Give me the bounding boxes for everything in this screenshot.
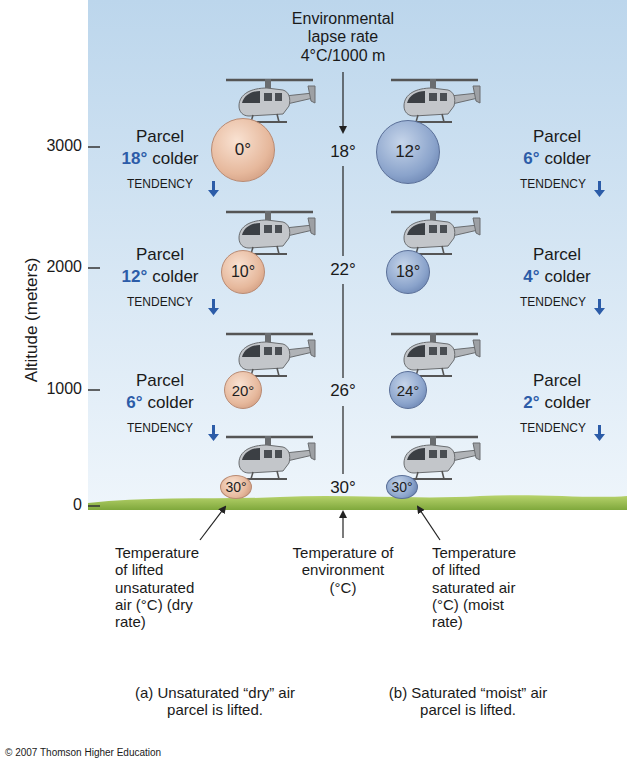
air-parcel: 10° — [221, 250, 265, 294]
colder-label: colder — [544, 393, 590, 413]
temperature-difference: 4° — [523, 267, 539, 287]
environment-temperature: 30° — [330, 478, 356, 498]
temperature-difference: 18° — [121, 149, 147, 169]
tendency-label: TENDENCY — [127, 296, 193, 310]
air-parcel: 30° — [220, 475, 252, 499]
panel-caption: (a) Unsaturated “dry” air parcel is lift… — [120, 684, 310, 719]
parcel-temperature: 30° — [391, 479, 412, 495]
bottom-label: Temperature of lifted unsaturated air (°… — [115, 544, 207, 630]
tendency-label: TENDENCY — [127, 422, 193, 436]
temperature-difference: 6° — [126, 393, 142, 413]
tick-label: 1000 — [46, 380, 82, 398]
difference-line: 12°colder — [121, 267, 198, 287]
air-parcel: 20° — [224, 371, 262, 409]
parcel-label: Parcel — [136, 245, 184, 265]
air-parcel: 24° — [389, 371, 427, 409]
bottom-label: Temperature of environment (°C) — [288, 544, 398, 596]
colder-label: colder — [147, 393, 193, 413]
difference-line: 6°colder — [523, 149, 591, 169]
tendency-label: TENDENCY — [520, 422, 586, 436]
panel-caption: (b) Saturated “moist” air parcel is lift… — [378, 684, 558, 719]
parcel-temperature: 24° — [397, 382, 420, 399]
environment-temperature: 22° — [330, 260, 356, 280]
tendency-label: TENDENCY — [127, 178, 193, 192]
lapse-rate-title: Environmental lapse rate 4°C/1000 m — [281, 10, 406, 65]
tendency-label: TENDENCY — [520, 178, 586, 192]
parcel-temperature: 30° — [225, 479, 246, 495]
parcel-temperature: 12° — [395, 142, 421, 162]
air-parcel: 0° — [211, 118, 275, 182]
parcel-label: Parcel — [533, 127, 581, 147]
parcel-temperature: 18° — [396, 263, 420, 281]
difference-line: 6°colder — [126, 393, 194, 413]
difference-line: 2°colder — [523, 393, 591, 413]
parcel-temperature: 20° — [232, 382, 255, 399]
temperature-difference: 2° — [523, 393, 539, 413]
axis-title: Altitude (meters) — [22, 258, 42, 383]
air-parcel: 12° — [376, 120, 440, 184]
tick-label: 3000 — [46, 137, 82, 155]
tendency-label: TENDENCY — [520, 296, 586, 310]
colder-label: colder — [152, 149, 198, 169]
parcel-temperature: 0° — [235, 140, 251, 160]
colder-label: colder — [544, 149, 590, 169]
parcel-temperature: 10° — [231, 263, 255, 281]
colder-label: colder — [152, 267, 198, 287]
parcel-label: Parcel — [136, 127, 184, 147]
temperature-difference: 12° — [121, 267, 147, 287]
tick-label: 2000 — [46, 258, 82, 276]
parcel-label: Parcel — [533, 245, 581, 265]
air-parcel: 18° — [386, 250, 430, 294]
temperature-difference: 6° — [523, 149, 539, 169]
difference-line: 4°colder — [523, 267, 591, 287]
parcel-label: Parcel — [136, 371, 184, 391]
parcel-label: Parcel — [533, 371, 581, 391]
tick-label: 0 — [73, 496, 82, 514]
environment-temperature: 18° — [330, 142, 356, 162]
difference-line: 18°colder — [121, 149, 198, 169]
copyright-notice: © 2007 Thomson Higher Education — [5, 747, 161, 759]
environment-temperature: 26° — [330, 381, 356, 401]
colder-label: colder — [544, 267, 590, 287]
bottom-label: Temperature of lifted saturated air (°C)… — [432, 544, 524, 630]
air-parcel: 30° — [386, 475, 418, 499]
